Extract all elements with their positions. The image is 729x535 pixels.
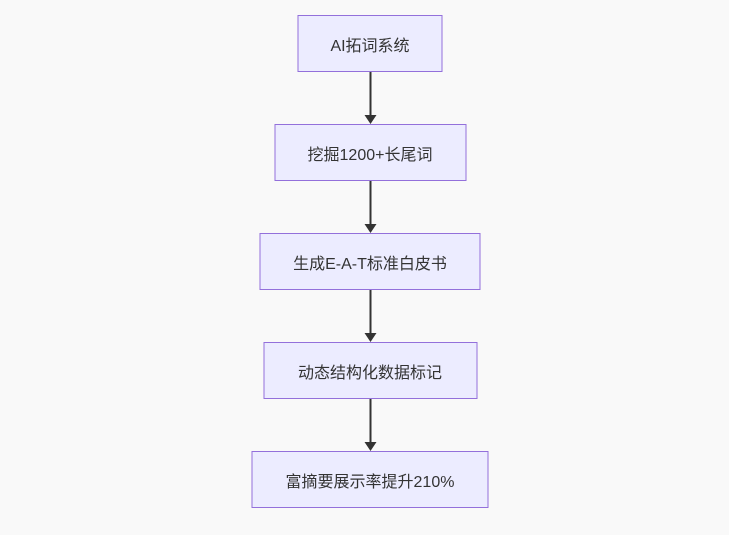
flow-node-label: AI拓词系统 xyxy=(330,37,410,55)
arrow-line xyxy=(369,290,371,333)
flow-node-longtail-keywords[interactable]: 挖掘1200+长尾词 xyxy=(274,124,466,181)
flow-node-label: 富摘要展示率提升210% xyxy=(285,473,455,491)
arrowhead-icon xyxy=(364,115,376,124)
arrow-line xyxy=(369,181,371,224)
arrowhead-icon xyxy=(364,333,376,342)
arrowhead-icon xyxy=(364,442,376,451)
flow-node-ai-expansion[interactable]: AI拓词系统 xyxy=(297,15,443,72)
flowchart-column: AI拓词系统 挖掘1200+长尾词 生成E-A-T标准白皮书 动态结构化数据标记 xyxy=(251,15,489,508)
flow-node-label: 动态结构化数据标记 xyxy=(297,364,442,382)
arrow-line xyxy=(369,72,371,115)
flow-node-structured-data[interactable]: 动态结构化数据标记 xyxy=(263,342,477,399)
arrow-down-connector xyxy=(364,181,376,233)
arrowhead-icon xyxy=(364,224,376,233)
arrow-line xyxy=(369,399,371,442)
flow-node-label: 挖掘1200+长尾词 xyxy=(307,146,433,164)
arrow-down-connector xyxy=(364,399,376,451)
arrow-down-connector xyxy=(364,290,376,342)
flow-node-label: 生成E-A-T标准白皮书 xyxy=(293,255,447,273)
flow-node-rich-snippet-rate[interactable]: 富摘要展示率提升210% xyxy=(251,451,489,508)
arrow-down-connector xyxy=(364,72,376,124)
flow-node-eat-whitepaper[interactable]: 生成E-A-T标准白皮书 xyxy=(259,233,481,290)
